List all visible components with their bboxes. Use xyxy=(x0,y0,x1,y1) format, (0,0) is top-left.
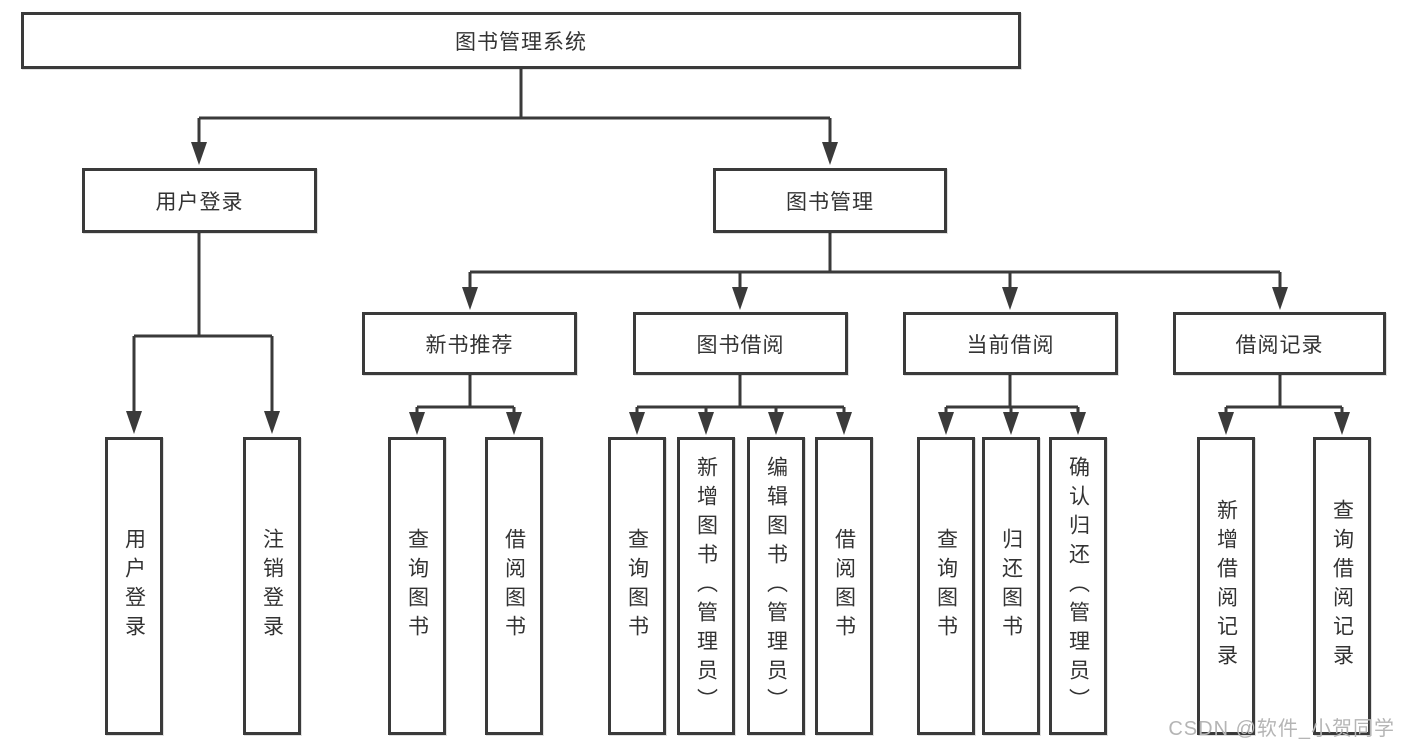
node-current-borrow: 当前借阅 xyxy=(903,312,1118,375)
leaf-borrow-books-recommend: 借阅图书 xyxy=(485,437,543,735)
leaf-confirm-return-admin: 确认归还（管理员） xyxy=(1049,437,1107,735)
leaf-add-borrow-record: 新增借阅记录 xyxy=(1197,437,1255,735)
node-root: 图书管理系统 xyxy=(21,12,1021,69)
leaf-borrow-books-borrow: 借阅图书 xyxy=(815,437,873,735)
leaf-return-book: 归还图书 xyxy=(982,437,1040,735)
leaf-user-login: 用户登录 xyxy=(105,437,163,735)
leaf-edit-book-admin: 编辑图书（管理员） xyxy=(747,437,805,735)
node-new-book-recommend: 新书推荐 xyxy=(362,312,577,375)
leaf-query-books-borrow: 查询图书 xyxy=(608,437,666,735)
node-borrow-records: 借阅记录 xyxy=(1173,312,1386,375)
node-user-login: 用户登录 xyxy=(82,168,317,233)
node-book-borrow: 图书借阅 xyxy=(633,312,848,375)
leaf-query-books-recommend: 查询图书 xyxy=(388,437,446,735)
leaf-logout: 注销登录 xyxy=(243,437,301,735)
leaf-add-book-admin: 新增图书（管理员） xyxy=(677,437,735,735)
csdn-watermark: CSDN @软件_小贺同学 xyxy=(1168,718,1395,740)
down-arrowheads xyxy=(126,142,1350,435)
leaf-query-borrow-record: 查询借阅记录 xyxy=(1313,437,1371,735)
node-book-management: 图书管理 xyxy=(713,168,947,233)
leaf-query-books-current: 查询图书 xyxy=(917,437,975,735)
